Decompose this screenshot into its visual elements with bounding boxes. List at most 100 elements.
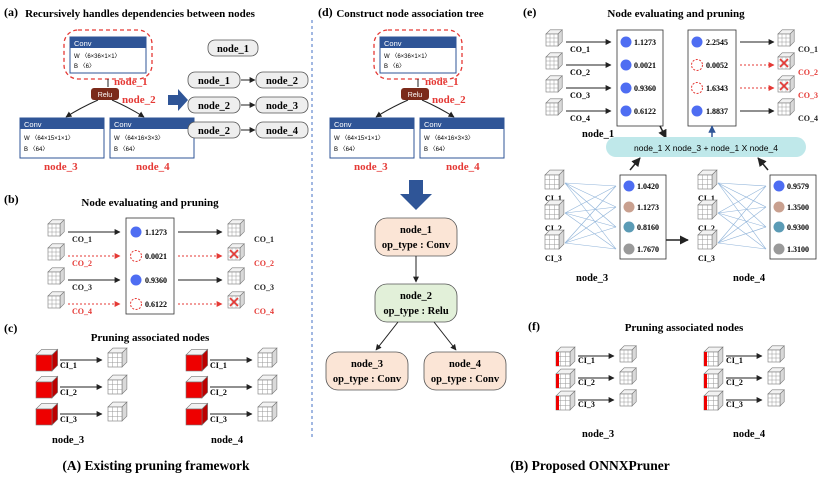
pair-to-box [255,121,309,139]
input-channel-label: CI_2 [210,388,227,397]
conv-header-label: Conv [74,39,92,48]
score-dot-icon [623,221,635,233]
output-cube-icon [257,401,278,422]
pruned-input-cube-icon [185,375,209,399]
pair-to-box [255,96,309,114]
tree-node-1-op: op_type : Conv [382,240,451,251]
pruned-input-cube-icon [35,348,59,372]
connection-line [564,185,617,214]
partially-pruned-input-cube-icon [703,390,724,411]
e-node-1-label: node_1 [582,129,614,140]
formula-in-arrow [757,157,769,171]
connection-line [717,182,767,208]
input-channel-label: CI_2 [698,224,715,233]
d-red-node-2-label: node_2 [432,94,466,106]
pair-from-label: node_2 [198,101,230,112]
pair-from-label: node_1 [198,76,230,87]
pruned-dot-icon [130,298,142,310]
conv-bias-shape: B 〈6〉 [384,63,405,70]
caption-right: (B) Proposed ONNXPruner [510,458,670,473]
connection-line [564,185,617,244]
input-channel-label: CI_1 [578,356,595,365]
score-value: 0.9300 [787,223,809,232]
score-value: 1.1273 [634,38,656,47]
panel-f-node-4-label: node_4 [733,429,766,440]
score-dot-icon [620,105,632,117]
input-cube-icon [545,29,563,47]
pruned-slice-icon [556,374,559,388]
red-node-1-label: node_1 [114,76,148,88]
pruned-input-cube-icon [35,375,59,399]
tree-node-1-name: node_1 [400,225,432,236]
panel-f-pruning: CI_1CI_2CI_3CI_1CI_2CI_3 [555,345,785,411]
connection-line [717,206,767,214]
score-value: 0.9579 [787,182,809,191]
connection-line [717,182,767,187]
input-channel-label: CI_3 [698,254,715,263]
pruned-cross-icon [779,81,789,91]
caption-left: (A) Existing pruning framework [62,458,250,473]
conv-bias-shape: B 〈64〉 [334,146,358,153]
conv-weight-shape: W 〈64×15×1×1〉 [334,135,384,142]
tree-node-4: node_4 op_type : Conv [423,351,507,391]
channel-label: CO_1 [72,235,92,244]
tree-node-3-name: node_3 [351,359,383,370]
conv-header-label: Conv [334,120,352,129]
input-channel-label: CI_3 [210,415,227,424]
input-cube-icon [545,75,563,93]
conv-weight-shape: W 〈64×16×3×3〉 [424,135,474,142]
input-channel-label: CI_3 [60,415,77,424]
relu-label: Relu [98,92,113,99]
conv-card-node-3: Conv W 〈64×15×1×1〉 B 〈64〉 [19,117,105,159]
e-node-3-label: node_3 [576,273,608,284]
channel-label: CO_3 [798,91,818,100]
score-dot-icon [620,36,632,48]
connection-line [717,212,767,228]
connection-line [564,242,617,250]
d-red-node-4-label: node_4 [446,161,480,173]
tree-node-2: node_2 op_type : Relu [374,283,458,323]
combined-score-value: 1.6343 [706,84,728,93]
output-cube-icon [619,389,637,407]
score-value: 0.0021 [145,252,167,261]
connection-line [717,212,767,250]
pruned-slice-icon [556,352,559,366]
pruned-input-cube-icon [185,348,209,372]
channel-label: CO_4 [254,307,274,316]
channel-label: CO_2 [570,68,590,77]
panel-d-title: Construct node association tree [336,8,483,20]
output-cube-icon [767,367,785,385]
output-cube-icon [777,98,795,116]
channel-label: CO_2 [72,259,92,268]
panel-a-title: Recursively handles dependencies between… [25,8,256,20]
input-cube-icon [697,199,718,220]
score-dot-icon [773,201,785,213]
pruned-dot-icon [130,250,142,262]
connection-line [564,206,617,214]
score-dot-icon [130,274,142,286]
pair-from-box [187,71,241,89]
pair-to-label: node_3 [266,101,298,112]
input-channel-label: CI_3 [726,400,743,409]
output-cube-icon [107,374,128,395]
output-cube-icon [619,345,637,363]
input-channel-label: CI_1 [698,194,715,203]
input-channel-label: CI_2 [726,378,743,387]
input-channel-label: CI_3 [578,400,595,409]
e-node-4-label: node_4 [733,273,766,284]
tree-node-1: node_1 op_type : Conv [374,217,458,257]
output-cube-icon [777,29,795,47]
panel-e-title: Node evaluating and pruning [607,8,745,20]
panel-b-evaluation: CO_11.1273CO_1CO_20.0021CO_2CO_30.9360CO… [47,217,274,316]
output-cube-icon [227,219,245,237]
input-channel-label: CI_2 [578,378,595,387]
score-value: 0.9360 [634,84,656,93]
d-conv-card-node-1: Conv W 〈6×36×1×1〉 B 〈6〉 [373,29,463,80]
output-cube-icon [257,347,278,368]
combined-score-value: 2.2545 [706,38,728,47]
conv-bias-shape: B 〈64〉 [114,146,138,153]
score-dot-icon [773,180,785,192]
score-value: 0.8160 [637,223,659,232]
